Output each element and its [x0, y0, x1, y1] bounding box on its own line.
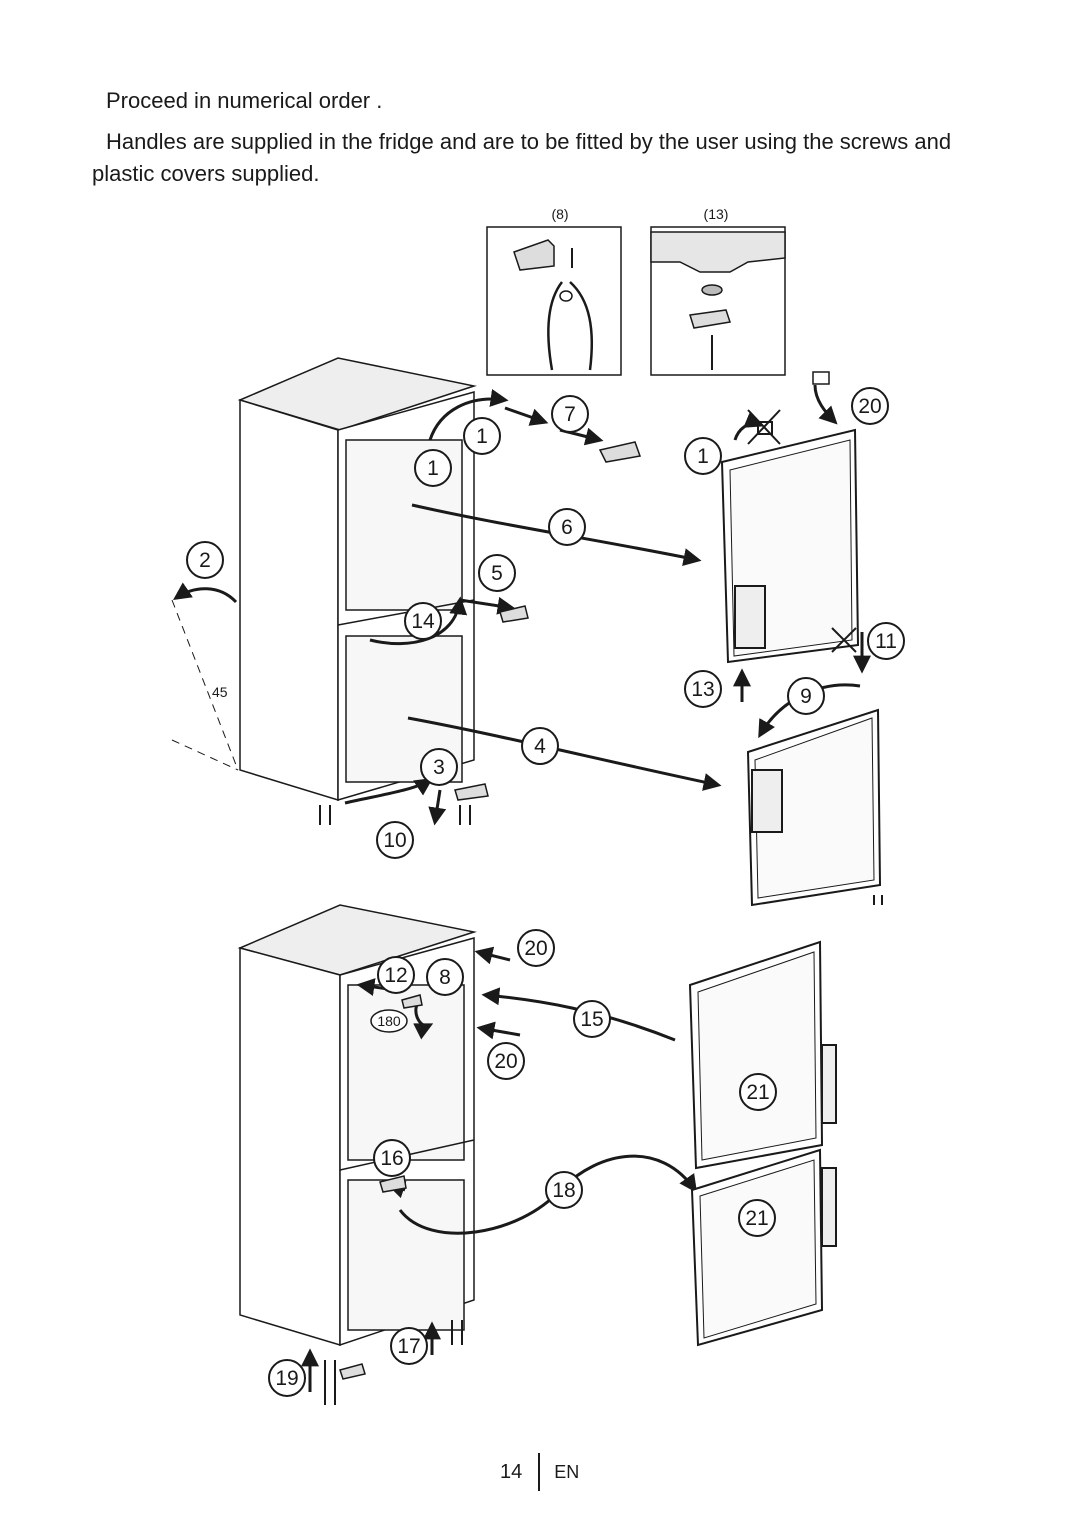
step-1a: 1 — [427, 457, 439, 480]
screws — [319, 805, 883, 1405]
step-8-marker — [426, 958, 464, 996]
bottom-hinge-part — [454, 783, 489, 801]
step-2: 2 — [199, 549, 211, 572]
step-3-marker — [420, 748, 458, 786]
fridge-door-top — [720, 428, 860, 664]
rotation-label: 180 — [377, 1013, 401, 1029]
step-1b: 1 — [476, 425, 488, 448]
step-6: 6 — [561, 516, 573, 539]
detail-label-13: (13) — [704, 206, 729, 222]
step-12-marker — [377, 956, 415, 994]
hinge-pin-icon — [701, 284, 723, 296]
step-1-marker-b — [463, 417, 501, 455]
fridge-cabinet-bottom — [237, 904, 477, 1347]
hinge-bracket-icon — [513, 239, 555, 271]
step-14-marker — [404, 602, 442, 640]
detail-label-8: (8) — [551, 206, 568, 222]
step-15-marker — [573, 1000, 611, 1038]
step-17: 17 — [397, 1335, 420, 1358]
step-16: 16 — [380, 1147, 403, 1170]
step-9: 9 — [800, 685, 812, 708]
step-14: 14 — [411, 610, 435, 633]
middle-hinge-part-bottom — [379, 1175, 407, 1193]
remove-cover-icon — [747, 409, 781, 445]
page-footer: 14 EN — [500, 1452, 579, 1492]
fridge-door-lower-right — [690, 1148, 837, 1347]
handle-lower-right-icon — [821, 1167, 837, 1247]
language-code: EN — [554, 1461, 580, 1482]
door-handle-icon — [734, 585, 766, 649]
step-19: 19 — [275, 1367, 298, 1390]
middle-hinge-part — [499, 605, 529, 623]
detail-box-lower-hinge: (13) — [650, 206, 786, 376]
step-6-marker — [548, 508, 586, 546]
step-10: 10 — [383, 829, 406, 852]
step-20-marker-a — [851, 387, 889, 425]
handle-upper-right-icon — [821, 1044, 837, 1124]
page-number: 14 — [500, 1460, 523, 1483]
step-19-marker — [268, 1359, 306, 1397]
instruction-handles: Handles are supplied in the fridge and a… — [92, 129, 952, 186]
pliers-icon — [547, 281, 563, 371]
step-21-marker-a — [739, 1073, 777, 1111]
step-18: 18 — [552, 1179, 575, 1202]
step-1-marker-a — [414, 449, 452, 487]
step-13: 13 — [691, 678, 714, 701]
cover-cap — [812, 371, 830, 385]
step-12: 12 — [384, 964, 407, 987]
lower-hinge-part — [339, 1363, 366, 1380]
fridge-door-middle — [746, 708, 882, 907]
step-7-marker — [551, 395, 589, 433]
angle-label: 45 — [212, 684, 228, 700]
step-8: 8 — [439, 966, 451, 989]
step-13-marker — [684, 670, 722, 708]
step-5: 5 — [491, 562, 503, 585]
step-20a: 20 — [858, 395, 881, 418]
step-7: 7 — [564, 403, 576, 426]
step-21b: 21 — [745, 1207, 768, 1230]
step-4-marker — [521, 727, 559, 765]
footer-divider — [538, 1453, 541, 1491]
step-1-marker-c — [684, 437, 722, 475]
step-11: 11 — [875, 630, 897, 653]
fridge-door-upper-right — [688, 940, 837, 1170]
rotation-180-marker — [370, 1009, 408, 1033]
step-21a: 21 — [746, 1081, 769, 1104]
step-2-marker — [186, 541, 224, 579]
step-20-marker-c — [487, 1042, 525, 1080]
step-9-marker — [787, 677, 825, 715]
top-hinge-part — [598, 441, 642, 463]
step-10-marker — [376, 821, 414, 859]
remove-pin-icon — [831, 627, 857, 653]
step-20c: 20 — [494, 1050, 517, 1073]
step-18-marker — [545, 1171, 583, 1209]
step-17-marker — [390, 1327, 428, 1365]
instruction-order: Proceed in numerical order . — [106, 88, 383, 113]
step-1c: 1 — [697, 445, 709, 468]
step-20b: 20 — [524, 937, 547, 960]
step-16-marker — [373, 1139, 411, 1177]
step-markers — [186, 387, 905, 1397]
step-11-marker — [867, 622, 905, 660]
step-3: 3 — [433, 756, 445, 779]
step-4: 4 — [534, 735, 546, 758]
step-5-marker — [478, 554, 516, 592]
top-hinge-part-bottom — [401, 994, 423, 1009]
detail-box-hinge: (8) — [486, 206, 622, 376]
step-15: 15 — [580, 1008, 603, 1031]
step-21-marker-b — [738, 1199, 776, 1237]
step-20-marker-b — [517, 929, 555, 967]
